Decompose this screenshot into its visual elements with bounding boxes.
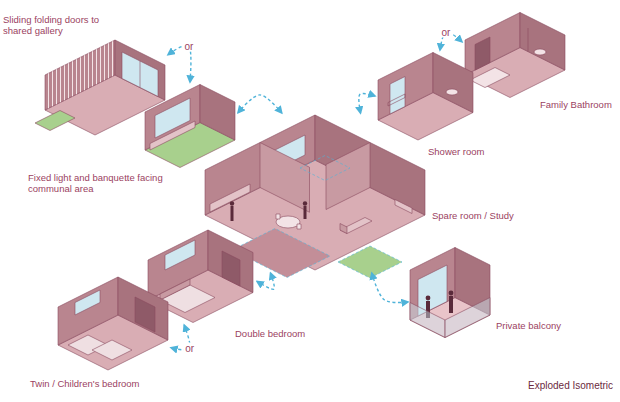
room-label: Family Bathroom — [540, 99, 614, 110]
apartment-plan-shape — [297, 224, 301, 229]
bathroom-room-shape — [520, 13, 565, 71]
apartment-plan-shape — [260, 143, 310, 213]
double-bedroom-room-shape — [165, 240, 195, 270]
apartment-plan-shape — [300, 156, 350, 181]
twin-bedroom-room-shape — [118, 277, 168, 340]
shower-room-shape — [433, 53, 473, 113]
dashed-connector — [238, 95, 282, 113]
twin-bedroom-room-shape — [92, 340, 132, 360]
balcony-room-shape — [449, 296, 453, 313]
room-label: Twin / Children's bedroom — [30, 378, 180, 389]
banquette-room-shape — [150, 121, 195, 150]
room-label: Spare room / Study — [432, 210, 527, 221]
shower-room — [378, 53, 473, 141]
balcony-room-shape — [410, 303, 445, 338]
room-group: Shower room — [375, 50, 475, 142]
balcony-room-shape — [449, 291, 454, 296]
gallery-room-shape — [115, 40, 165, 100]
edge-label: or — [440, 26, 453, 37]
room-group: Fixed light and banquette facing communa… — [142, 82, 238, 170]
apartment-plan-shape — [210, 184, 250, 212]
double-bedroom-room-shape — [222, 251, 240, 286]
apartment-plan-shape — [304, 206, 307, 219]
apartment-plan-shape — [230, 201, 234, 205]
shower-room-shape — [378, 53, 433, 121]
room-group: Double bedroom — [145, 228, 257, 325]
bathroom-room-shape — [465, 13, 520, 76]
diagram-caption: Exploded Isometric — [528, 380, 613, 392]
apartment-plan-shape — [340, 224, 347, 234]
edge-label: or — [183, 343, 196, 354]
apartment-plan-shape — [231, 206, 234, 221]
twin-bedroom-room — [58, 277, 168, 370]
dashed-connector — [257, 273, 274, 289]
dashed-connector — [359, 94, 375, 113]
gallery-room-shape — [35, 111, 75, 131]
balcony-room-shape — [445, 298, 490, 338]
room-label: Double bedroom — [235, 328, 325, 339]
double-bedroom-room-shape — [208, 230, 253, 293]
bathroom-room-shape — [475, 37, 490, 70]
bathroom-room-shape — [534, 49, 546, 55]
apartment-plan-shape — [315, 115, 425, 215]
gallery-room-shape — [140, 61, 141, 88]
apartment-plan-shape — [395, 200, 412, 214]
shower-room-shape — [446, 89, 458, 95]
bathroom-room — [465, 13, 565, 98]
room-group: Private balcony — [408, 245, 493, 340]
room-group: Twin / Children's bedroom — [55, 275, 171, 372]
bathroom-room-shape — [470, 68, 510, 88]
balcony-room-shape — [426, 296, 431, 301]
apartment-plan-shape — [338, 246, 402, 278]
room-label: Fixed light and banquette facing communa… — [28, 172, 168, 195]
banquette-room-shape — [200, 85, 235, 141]
bathroom-room-shape — [528, 28, 529, 52]
apartment-plan-shape — [303, 201, 307, 205]
banquette-room — [145, 85, 235, 168]
dashed-connector — [372, 273, 408, 303]
room-group: Family Bathroom — [462, 12, 567, 97]
balcony-room — [410, 248, 490, 338]
banquette-room-shape — [145, 85, 200, 151]
shower-room-shape — [388, 94, 405, 106]
room-group: Spare room / Study — [203, 113, 428, 273]
double-bedroom-room-shape — [160, 279, 190, 300]
room-group: Sliding folding doors to shared gallery — [40, 40, 168, 138]
room-label: Private balcony — [496, 320, 576, 331]
apartment-plan-shape — [276, 214, 280, 219]
gallery-room-shape — [45, 40, 115, 110]
apartment-plan-shape — [205, 115, 315, 215]
apartment-plan-shape — [340, 218, 372, 234]
twin-bedroom-room-shape — [75, 290, 100, 315]
apartment-plan-shape — [326, 143, 370, 210]
gallery-room-shape — [122, 52, 158, 97]
room-label: Sliding folding doors to shared gallery — [3, 14, 121, 37]
gallery-room-shape — [45, 40, 115, 110]
twin-bedroom-room-shape — [135, 297, 155, 332]
edge-label: or — [183, 41, 196, 52]
room-label: Shower room — [428, 146, 498, 157]
